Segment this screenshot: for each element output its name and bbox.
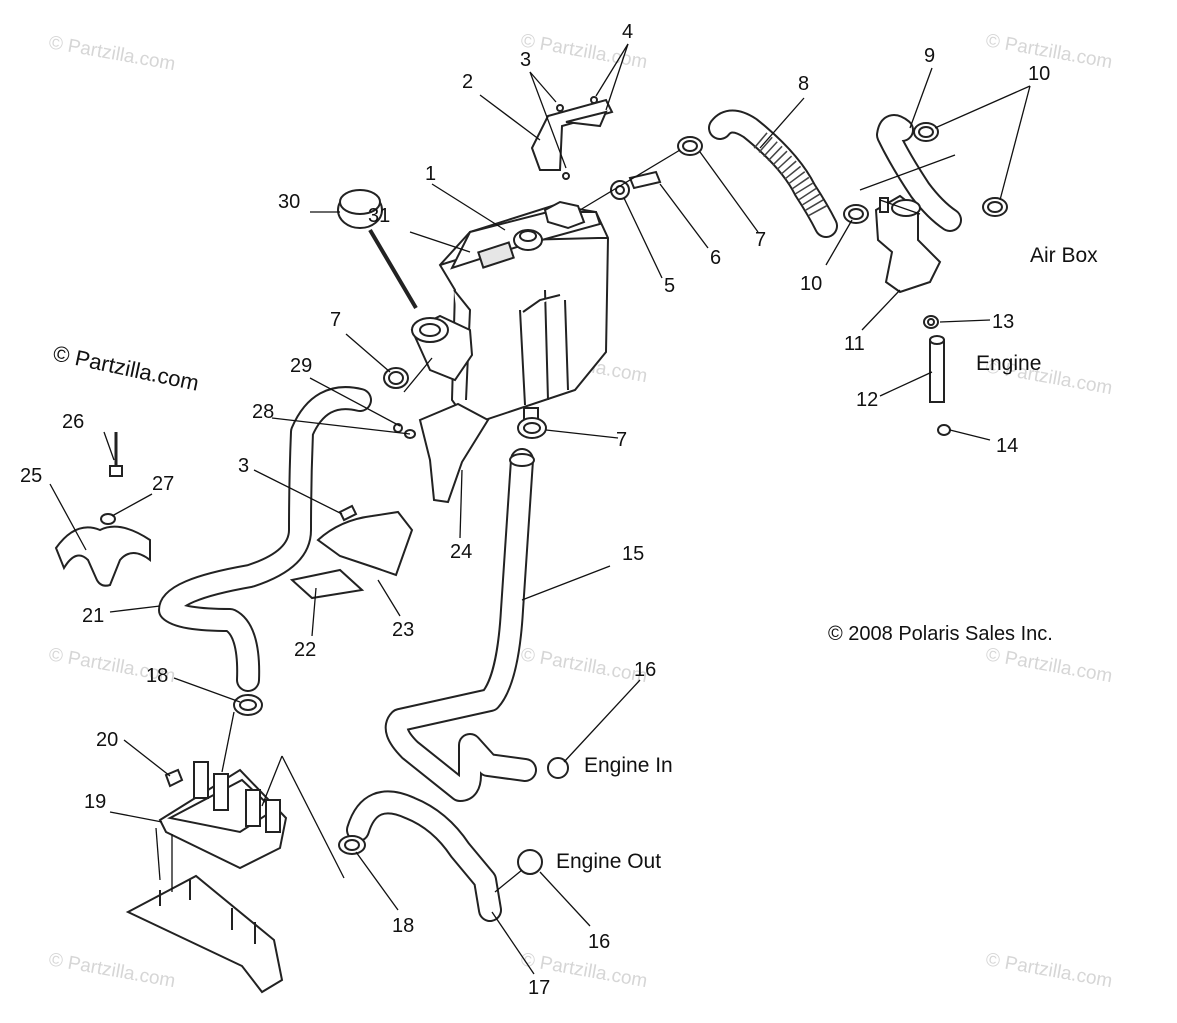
callout-27: 27 <box>152 473 174 495</box>
callout-17: 17 <box>528 977 550 999</box>
callout-9: 9 <box>924 45 935 67</box>
callout-30: 30 <box>278 191 300 213</box>
hose-12 <box>929 335 945 403</box>
callout-numbers: 1 2 3 4 5 6 7 8 9 10 10 11 12 13 14 15 1… <box>20 21 1050 999</box>
callout-7: 7 <box>616 429 627 451</box>
leader-lines <box>49 43 1031 975</box>
bracket-top <box>530 96 614 180</box>
callout-24: 24 <box>450 541 472 563</box>
label-air-box: Air Box <box>1030 244 1098 267</box>
callout-7: 7 <box>330 309 341 331</box>
callout-16: 16 <box>588 931 610 953</box>
copyright-text: © 2008 Polaris Sales Inc. <box>828 623 1053 645</box>
label-engine-out: Engine Out <box>556 850 661 873</box>
watermark: © Partzilla.com <box>47 32 177 75</box>
callout-5: 5 <box>664 275 675 297</box>
callout-3: 3 <box>520 49 531 71</box>
pad-22 <box>289 568 365 600</box>
clamp-7-left <box>383 367 409 389</box>
callout-1: 1 <box>425 163 436 185</box>
callout-10: 10 <box>1028 63 1050 85</box>
clamp-18-upper <box>233 694 263 716</box>
reservoir-tank <box>410 200 610 427</box>
hose-8 <box>708 109 838 238</box>
fitting-16-lower <box>517 849 543 875</box>
clamp-13 <box>923 315 939 329</box>
hose-9 <box>876 114 962 232</box>
fitting-6 <box>628 170 662 190</box>
fitting-16-upper <box>547 757 569 779</box>
washer-27 <box>100 513 116 525</box>
callout-29: 29 <box>290 355 312 377</box>
clamp-7-bottom <box>517 417 547 439</box>
callout-18: 18 <box>146 665 168 687</box>
hose-15 <box>384 448 537 802</box>
callout-3: 3 <box>238 455 249 477</box>
hose-21 <box>158 386 372 692</box>
callout-31: 31 <box>368 205 390 227</box>
callout-28: 28 <box>252 401 274 423</box>
callout-14: 14 <box>996 435 1018 457</box>
grommet-5 <box>610 180 630 200</box>
callout-6: 6 <box>710 247 721 269</box>
dipstick-cap <box>337 189 418 310</box>
bracket-24 <box>418 402 490 504</box>
callout-8: 8 <box>798 73 809 95</box>
watermark: © Partzilla.com <box>519 644 649 687</box>
clamp-14 <box>937 424 951 436</box>
callout-25: 25 <box>20 465 42 487</box>
callout-2: 2 <box>462 71 473 93</box>
callout-12: 12 <box>856 389 878 411</box>
label-engine: Engine <box>976 352 1041 375</box>
callout-7: 7 <box>755 229 766 251</box>
callout-22: 22 <box>294 639 316 661</box>
callout-26: 26 <box>62 411 84 433</box>
cooler-19 <box>158 761 288 870</box>
callout-15: 15 <box>622 543 644 565</box>
watermark: © Partzilla.com <box>984 644 1114 687</box>
callout-11: 11 <box>844 333 865 355</box>
clamp-18-lower <box>338 835 366 855</box>
clamp-7-top <box>677 136 703 156</box>
callout-23: 23 <box>392 619 414 641</box>
fastener-3-lower <box>338 504 358 522</box>
callout-18: 18 <box>392 915 414 937</box>
callout-20: 20 <box>96 729 118 751</box>
watermark: © Partzilla.com <box>47 949 177 992</box>
watermark: © Partzilla.com <box>984 949 1114 992</box>
callout-4: 4 <box>622 21 633 43</box>
clip-25 <box>54 525 151 587</box>
callout-21: 21 <box>82 605 104 627</box>
clamp-10-b <box>982 197 1008 217</box>
hose-17 <box>346 790 502 922</box>
callout-19: 19 <box>84 791 106 813</box>
callout-13: 13 <box>992 311 1014 333</box>
clamp-10-a <box>913 122 939 142</box>
label-engine-in: Engine In <box>584 754 673 777</box>
nut-20 <box>164 768 184 788</box>
valve-11 <box>859 154 956 294</box>
clamp-10-c <box>843 204 869 224</box>
base-plate <box>125 874 284 994</box>
callout-16: 16 <box>634 659 656 681</box>
shield-23 <box>316 510 414 577</box>
callout-10: 10 <box>800 273 822 295</box>
bolt-26 <box>109 432 123 477</box>
watermark-prominent: © Partzilla.com <box>51 340 201 395</box>
